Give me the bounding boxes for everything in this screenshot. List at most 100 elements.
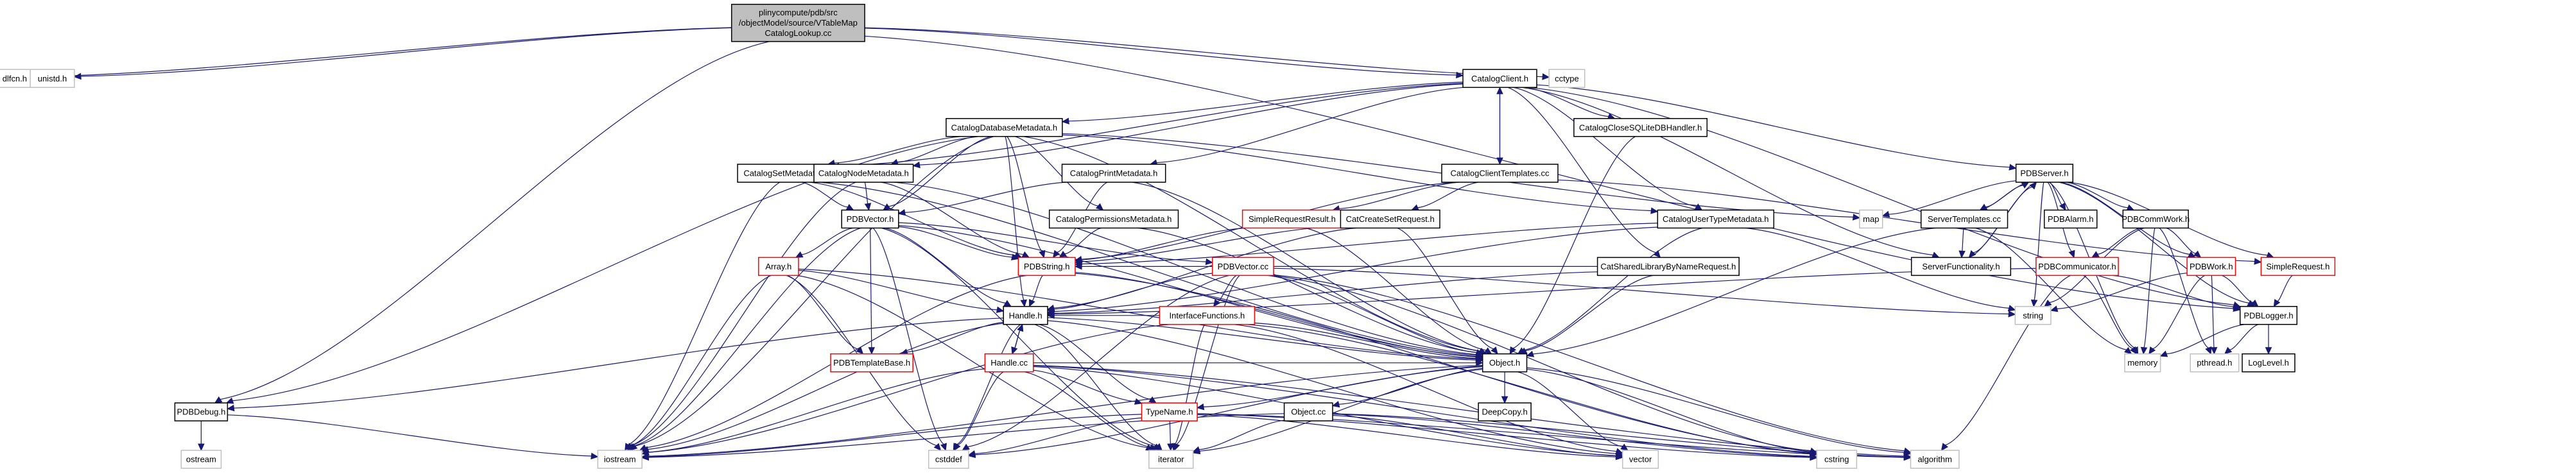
node-SimpleRequest[interactable]: SimpleRequest.h — [2260, 257, 2336, 276]
edge-PDBVectorcc-to-string — [1273, 267, 2009, 315]
node-Array[interactable]: Array.h — [757, 257, 799, 276]
node-box — [1462, 69, 1537, 89]
arrowhead-icon — [2273, 299, 2281, 307]
arrowhead-icon — [2126, 204, 2135, 211]
node-CatalogClientTemplates[interactable]: CatalogClientTemplates.cc — [1441, 164, 1559, 183]
node-PDBString[interactable]: PDBString.h — [1017, 257, 1076, 276]
node-box — [2186, 257, 2236, 276]
node-PDBCommunicator[interactable]: PDBCommunicator.h — [2036, 257, 2119, 276]
node-DeepCopy[interactable]: DeepCopy.h — [1478, 402, 1532, 421]
edge-Handle-to-cstddef — [956, 324, 1021, 445]
edge-Handle-to-PDBDebug — [234, 317, 1004, 409]
node-cctype: cctype — [1548, 69, 1586, 89]
node-PDBCommWork[interactable]: PDBCommWork.h — [2122, 209, 2190, 229]
edge-InterfaceFunctions-to-iterator — [1174, 324, 1206, 444]
node-PDBTemplateBase[interactable]: PDBTemplateBase.h — [830, 353, 913, 373]
edge-Objectcc-to-cstring — [1332, 414, 1811, 457]
node-root: plinycompute/pdb/src/objectModel/source/… — [730, 3, 865, 42]
node-label: cstddef — [935, 455, 962, 464]
edge-PDBWork-to-memory — [2152, 275, 2206, 350]
node-PDBVector[interactable]: PDBVector.h — [841, 209, 899, 229]
arrowhead-icon — [1483, 347, 1492, 355]
node-label: SimpleRequestResult.h — [1249, 214, 1336, 224]
node-PDBVectorcc[interactable]: PDBVector.cc — [1212, 257, 1274, 276]
edge-Object-to-iterator — [1199, 369, 1483, 452]
arrowhead-icon — [1496, 87, 1503, 94]
edge-TypeName-to-cstddef — [974, 417, 1142, 454]
edge-TypeName-to-iostream — [648, 414, 1142, 457]
node-label: PDBCommunicator.h — [2038, 262, 2116, 271]
node-cstring: cstring — [1816, 450, 1858, 469]
node-PDBWork[interactable]: PDBWork.h — [2186, 257, 2236, 276]
node-box — [1159, 306, 1256, 325]
node-TypeName[interactable]: TypeName.h — [1141, 402, 1198, 421]
node-CatCreateSetRequest[interactable]: CatCreateSetRequest.h — [1340, 209, 1440, 229]
edge-Object-to-cstring — [1526, 369, 1811, 452]
node-SimpleRequestResult[interactable]: SimpleRequestResult.h — [1241, 209, 1342, 229]
node-CatalogNodeMetadata[interactable]: CatalogNodeMetadata.h — [813, 164, 914, 183]
node-label: ostream — [186, 455, 216, 464]
edge-CatalogSetMetadata-to-PDBVector — [801, 182, 848, 208]
node-Handle[interactable]: Handle.h — [1003, 306, 1048, 325]
edge-CatalogSetMetadata-to-iostream — [628, 182, 781, 445]
node-PDBServer[interactable]: PDBServer.h — [2015, 164, 2073, 183]
node-CatalogCloseSQLiteDBHandler[interactable]: CatalogCloseSQLiteDBHandler.h — [1573, 118, 1708, 137]
edge-Handle-to-iostream — [648, 323, 1004, 450]
arrowhead-icon — [1620, 443, 1629, 451]
node-memory: memory — [2124, 353, 2161, 373]
arrowhead-icon — [1881, 210, 1890, 218]
node-CatalogDatabaseMetadata[interactable]: CatalogDatabaseMetadata.h — [946, 118, 1063, 137]
edge-CatalogDatabaseMetadata-to-CatalogUserTypeMetadata — [1062, 134, 1652, 212]
node-box — [1859, 209, 1883, 229]
node-box — [0, 69, 35, 89]
arrowhead-icon — [2009, 164, 2017, 171]
node-PDBLogger[interactable]: PDBLogger.h — [2239, 306, 2298, 325]
edge-Array-to-iterator — [797, 275, 1147, 448]
edge-CatalogDatabaseMetadata-to-PDBDebug — [232, 136, 979, 402]
edge-PDBVector-to-PDBTemplateBase — [870, 228, 872, 348]
node-PDBAlarm[interactable]: PDBAlarm.h — [2043, 209, 2098, 229]
node-LogLevel[interactable]: LogLevel.h — [2242, 353, 2295, 373]
node-CatalogClient[interactable]: CatalogClient.h — [1462, 69, 1537, 89]
node-PDBDebug[interactable]: PDBDebug.h — [174, 402, 229, 421]
node-CatalogUserTypeMetadata[interactable]: CatalogUserTypeMetadata.h — [1657, 209, 1775, 229]
node-Object[interactable]: Object.h — [1482, 353, 1528, 373]
node-box — [180, 450, 222, 469]
edge-PDBServer-to-PDBCommWork — [2066, 182, 2128, 208]
edge-PDBVector-to-PDBVectorcc — [898, 222, 1206, 262]
edge-ServerTemplates-to-Object — [1532, 227, 1936, 355]
node-box — [1441, 164, 1559, 183]
edge-CatalogDatabaseMetadata-to-CatalogSetMetadata — [834, 136, 962, 164]
node-InterfaceFunctions[interactable]: InterfaceFunctions.h — [1159, 306, 1256, 325]
edge-PDBVectorcc-to-algorithm — [1273, 275, 1905, 452]
arrowhead-icon — [856, 346, 864, 355]
edge-Array-to-iostream — [631, 275, 772, 446]
node-label: PDBWork.h — [2190, 262, 2233, 271]
edge-PDBCommunicator-to-algorithm — [1945, 275, 2071, 446]
edge-Handlecc-to-cstring — [1033, 365, 1811, 457]
node-Handlecc[interactable]: Handle.cc — [984, 353, 1034, 373]
node-label: InterfaceFunctions.h — [1170, 310, 1245, 320]
node-box — [1003, 306, 1048, 325]
arrowhead-icon — [2029, 182, 2037, 190]
node-label: CatCreateSetRequest.h — [1346, 214, 1435, 224]
edge-PDBVector-to-Handle — [884, 227, 1006, 304]
node-CatalogPermissionsMetadata[interactable]: CatalogPermissionsMetadata.h — [1048, 209, 1179, 229]
node-box — [1017, 257, 1076, 276]
arrowhead-icon — [1155, 443, 1163, 451]
edge-Handle-to-Object — [1047, 317, 1476, 360]
node-label: iostream — [604, 455, 636, 464]
node-Objectcc[interactable]: Object.cc — [1283, 402, 1333, 421]
edge-PDBVectorcc-to-Handle — [1053, 273, 1213, 310]
node-CatSharedLibraryByNameRequest[interactable]: CatSharedLibraryByNameRequest.h — [1596, 257, 1740, 276]
node-ServerTemplates[interactable]: ServerTemplates.cc — [1920, 209, 2009, 229]
node-ServerFunctionality[interactable]: ServerFunctionality.h — [1910, 257, 2012, 276]
node-label: Array.h — [765, 262, 791, 271]
node-box — [928, 450, 969, 469]
node-label: CatalogUserTypeMetadata.h — [1663, 214, 1768, 224]
edge-CatalogUserTypeMetadata-to-PDBString — [1081, 223, 1658, 265]
node-CatalogPrintMetadata[interactable]: CatalogPrintMetadata.h — [1061, 164, 1166, 183]
node-label: unistd.h — [38, 74, 67, 83]
node-box — [830, 353, 913, 373]
